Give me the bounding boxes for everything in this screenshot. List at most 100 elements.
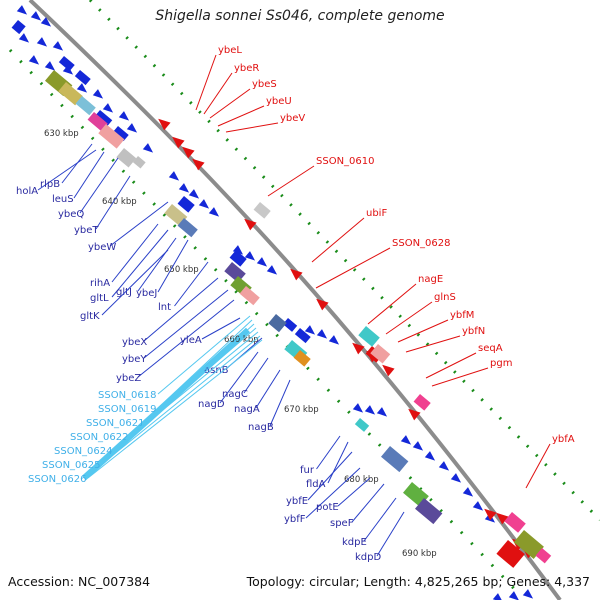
reverse-gene-arrow: [244, 218, 257, 231]
label-leader-line: [111, 223, 159, 283]
label-leader-line: [363, 497, 397, 542]
reverse-gene-arrow: [408, 408, 421, 421]
gene-label-ybfN: ybfN: [462, 326, 485, 337]
gene-label-glnS: glnS: [434, 292, 456, 303]
forward-gene-arrow: [508, 591, 520, 601]
label-leader-line: [61, 143, 93, 184]
label-leader-line: [174, 261, 209, 307]
forward-gene-arrow: [266, 265, 278, 275]
kbp-tick-label: 630 kbp: [44, 129, 79, 139]
label-leader-line: [217, 105, 265, 127]
forward-gene-box: [112, 125, 129, 142]
label-leader-line: [143, 289, 229, 359]
gene-label-nagA: nagA: [234, 404, 260, 415]
label-leader-line: [267, 165, 315, 197]
cog-block: [58, 82, 83, 106]
label-leader-line: [311, 217, 365, 263]
forward-gene-arrow: [376, 407, 388, 417]
reverse-gene-arrow: [316, 298, 329, 311]
gene-label-ybeL: ybeL: [218, 45, 242, 56]
gene-label-ybeV: ybeV: [280, 113, 305, 124]
label-leader-line: [79, 157, 119, 214]
accession-label: Accession: NC_007384: [8, 574, 151, 589]
cog-block: [268, 314, 287, 333]
reverse-gene-arrow: [192, 158, 205, 171]
cog-block: [239, 286, 260, 306]
topology-label: Topology: circular; Length: 4,825,265 bp…: [246, 574, 590, 589]
gene-label-ybeT: ybeT: [74, 225, 99, 236]
label-leader-line: [137, 299, 235, 378]
gene-label-ubiF: ubiF: [366, 208, 387, 219]
reverse-gene-arrow: [496, 512, 509, 525]
gene-label-fldA: fldA: [306, 479, 326, 490]
label-leader-line: [367, 283, 417, 325]
gene-label-fur: fur: [300, 465, 315, 476]
gene-label-rlpB: rlpB: [40, 179, 60, 190]
gene-label-ybeR: ybeR: [234, 63, 259, 74]
reverse-gene-arrow: [382, 364, 395, 377]
label-leader-line: [376, 511, 405, 557]
reverse-gene-arrow: [158, 118, 171, 131]
forward-gene-box: [229, 250, 247, 267]
gene-label-ybeJ: ybeJ: [136, 288, 157, 299]
label-leader-line: [129, 327, 257, 437]
gene-label-ybeW: ybeW: [88, 242, 116, 253]
forward-gene-arrow: [244, 251, 256, 261]
forward-gene-arrow: [328, 335, 340, 345]
cog-block: [87, 112, 108, 132]
gene-label-lnt: lnt: [158, 302, 171, 313]
label-leader-line: [73, 151, 105, 199]
gene-label-nagD: nagD: [198, 399, 225, 410]
gene-label-ybeQ: ybeQ: [58, 209, 84, 220]
forward-gene-arrow: [30, 11, 42, 21]
label-leader-line: [431, 367, 489, 387]
label-leader-line: [385, 301, 433, 335]
cog-block: [513, 530, 544, 559]
forward-gene-box: [74, 70, 91, 86]
label-leader-line: [101, 335, 261, 465]
label-leader-line: [219, 351, 259, 404]
gene-label-ybfF: ybfF: [284, 514, 306, 525]
gene-label-SSON_0628: SSON_0628: [392, 238, 451, 249]
cog-block: [177, 218, 198, 238]
gene-label-SSON_0621: SSON_0621: [86, 418, 145, 429]
label-leader-line: [201, 317, 241, 340]
genome-backbone: [28, 0, 562, 602]
kbp-tick-label: 690 kbp: [402, 549, 437, 559]
gene-label-ybeS: ybeS: [252, 79, 277, 90]
gene-label-SSON_0626: SSON_0626: [28, 474, 87, 485]
forward-gene-arrow: [232, 245, 244, 255]
label-leader-line: [87, 339, 263, 479]
forward-gene-arrow: [522, 589, 534, 599]
label-leader-line: [157, 315, 251, 395]
gene-label-potE: potE: [316, 502, 339, 513]
forward-gene-arrow: [256, 257, 268, 267]
forward-gene-box: [177, 196, 195, 213]
forward-gene-arrow: [450, 473, 462, 483]
forward-gene-box: [282, 317, 298, 332]
forward-gene-arrow: [178, 183, 190, 193]
gene-label-ybeX: ybeX: [122, 337, 147, 348]
kbp-tick-label: 650 kbp: [164, 265, 199, 275]
label-leader-line: [269, 379, 291, 427]
reverse-gene-arrow: [352, 342, 365, 355]
forward-gene-arrow: [188, 189, 200, 199]
forward-gene-arrow: [492, 593, 504, 603]
forward-gene-arrow: [412, 441, 424, 451]
gene-label-SSON_0618: SSON_0618: [98, 390, 157, 401]
forward-gene-arrow: [52, 41, 64, 51]
forward-gene-arrow: [16, 5, 28, 15]
forward-gene-arrow: [472, 501, 484, 511]
label-leader-line: [113, 331, 259, 451]
forward-gene-arrow: [142, 143, 154, 153]
forward-gene-arrow: [304, 325, 316, 335]
label-leader-line: [316, 435, 341, 470]
label-leader-line: [101, 249, 169, 316]
cog-block: [504, 512, 526, 533]
label-leader-line: [157, 319, 253, 409]
gene-label-ybfM: ybfM: [450, 310, 474, 321]
gene-label-holA: holA: [16, 186, 38, 197]
cog-block: [293, 350, 311, 367]
label-leader-line: [255, 369, 281, 409]
